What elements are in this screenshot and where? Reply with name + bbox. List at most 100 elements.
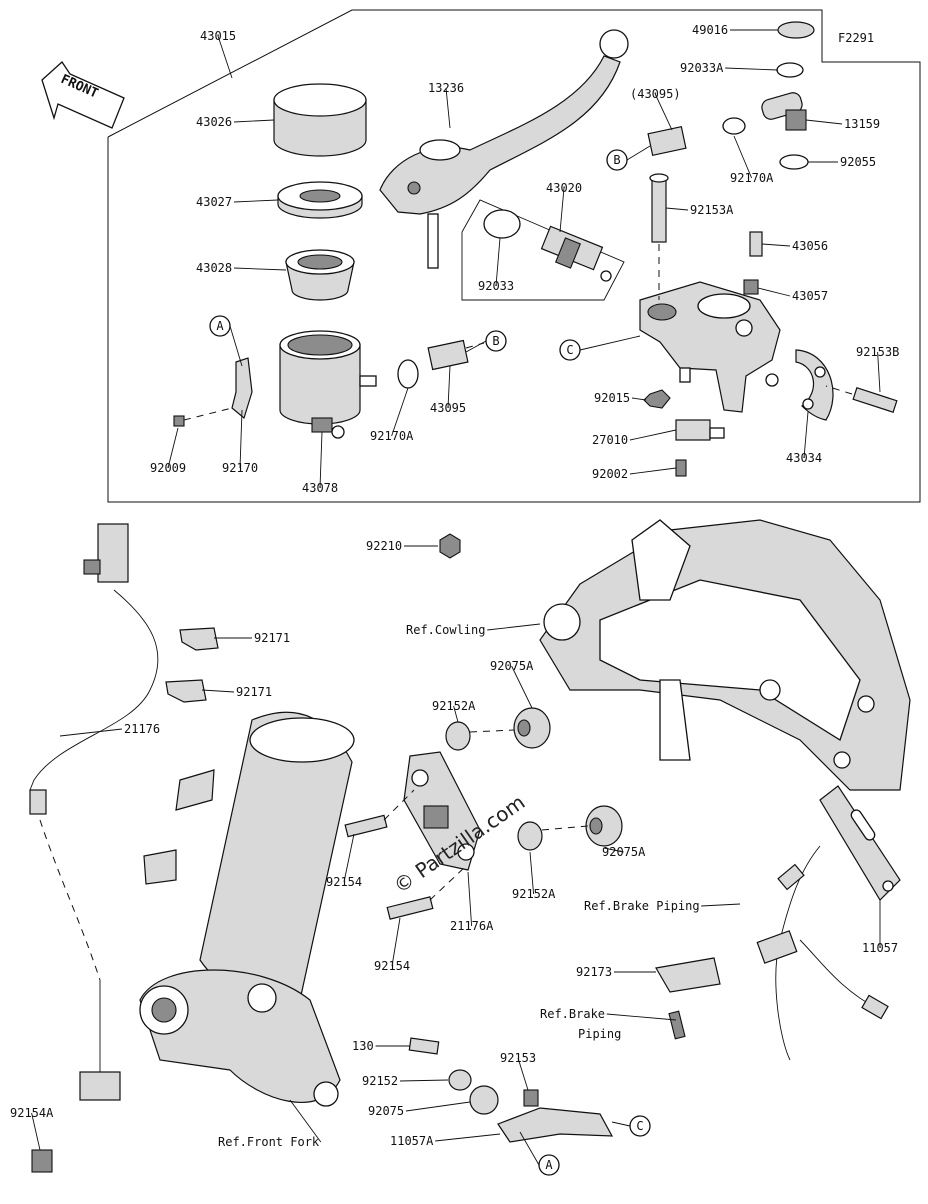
leader-line [233,267,287,271]
leader-line [233,119,275,123]
screw-92002 [675,459,687,477]
part-label: 92152 [362,1074,398,1088]
clamp-bolt [825,385,898,413]
callout-letter: B [492,334,499,348]
part-label: 43015 [200,29,236,43]
cable-clamp-lower [165,679,207,703]
cap-49016 [777,21,815,39]
part-label: 43078 [302,481,338,495]
brake-switch [675,419,725,441]
reservoir-hose [427,339,485,371]
part-label: 27010 [592,433,628,447]
part-label: 92002 [592,467,628,481]
part-label: 43034 [786,451,822,465]
assembly-frame [107,9,921,503]
part-label: 92173 [576,965,612,979]
part-label: 92153 [500,1051,536,1065]
leader-line [877,351,881,393]
callout-letter: C [636,1119,643,1133]
callout-letters: A B B C A C [216,153,643,1172]
part-label: 43057 [792,289,828,303]
part-label: 92154 [326,875,362,889]
reservoir-bracket [231,357,253,420]
bolt-92153 [523,1089,539,1107]
reference-label: Ref.Front Fork [218,1135,320,1149]
part-label: 92152A [512,887,556,901]
part-label: 21176A [450,919,494,933]
leader-line [343,833,355,883]
front-fork [139,711,355,1107]
leader-line [447,365,451,409]
diaphragm [285,249,355,301]
collar-92152 [448,1069,472,1091]
leader-line [805,119,843,125]
part-label: 13236 [428,81,464,95]
leader-line [511,665,533,709]
guide-collar-grommet [469,729,515,733]
part-label: 92171 [236,685,272,699]
piston-kit-frame [461,199,625,301]
leader-line [725,67,779,71]
hose-ref [647,125,687,157]
reservoir-cap [273,83,367,157]
part-label: (43095) [630,87,681,101]
cowling-stay-frame [539,519,911,791]
leader-line [31,1112,41,1151]
collar-lower [517,821,543,851]
grommet-lower [585,805,623,847]
grommet-upper [513,707,551,749]
bleeder-cap [743,279,759,295]
part-label: 92075A [602,845,646,859]
bolt-92154-upper [344,789,415,838]
reference-label: Ref.Brake Piping [584,899,700,913]
pipe-clamp-bolt [668,1010,686,1040]
callout-leader [626,145,651,161]
part-label: 92009 [150,461,186,475]
leader-line [529,851,535,895]
callout-letter: A [216,319,224,333]
hose-clamp [397,359,419,389]
part-label: 92170A [370,429,414,443]
hose-clamp-upper [722,117,746,135]
grommet-92075 [469,1085,499,1115]
part-label: 13159 [844,117,880,131]
pivot-bolt [649,173,669,300]
part-label: 43028 [196,261,232,275]
bolt-130 [408,1037,440,1055]
callout-letter: C [566,343,573,357]
guide-collar-grommet-lower [541,825,589,831]
part-labels: 4301543026430274302813236430209203349016… [10,23,899,1148]
leader-line [239,409,243,469]
part-label: 49016 [692,23,728,37]
cable-clamp-upper [179,627,219,651]
pipe-clamp [655,957,721,993]
clamp-holder [795,349,834,421]
callout-leader [579,335,641,351]
leader-lines [31,29,881,1166]
callout-letter: A [545,1158,553,1172]
part-label: 92170 [222,461,258,475]
leader-line [217,35,233,79]
part-label: 92033 [478,279,514,293]
brake-lever [379,29,629,269]
leader-line [629,429,677,441]
figure-code: F2291 [838,31,874,45]
snap-ring-92033 [483,209,521,239]
part-label: 92152A [432,699,476,713]
callout-leader [229,325,243,367]
reference-label: Piping [578,1027,621,1041]
reference-leader [289,1099,322,1143]
part-label: 11057A [390,1134,434,1148]
leader-line [391,387,409,437]
leader-line [495,237,501,287]
reference-leader [701,903,741,907]
leader-line [453,705,459,723]
leader-line [319,431,323,489]
bleeder-valve [749,231,763,257]
callout-leader [519,1131,540,1166]
part-label: 92170A [730,171,774,185]
callout-letter: B [613,153,620,167]
part-label: 92075 [368,1104,404,1118]
